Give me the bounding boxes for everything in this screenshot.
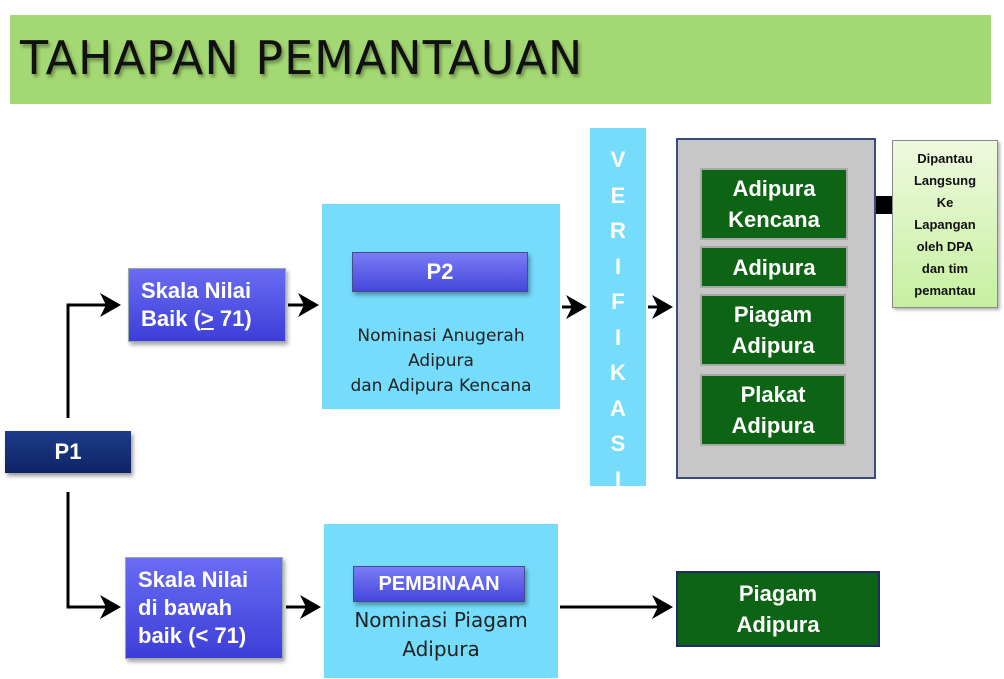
verifikasi-letter: A bbox=[610, 395, 626, 421]
skala-bawah-line3: baik (< 71) bbox=[138, 623, 247, 648]
p2-text-line3: dan Adipura Kencana bbox=[350, 376, 532, 396]
verifikasi-bar: V E R I F I K A S I bbox=[590, 128, 646, 492]
adipura-line1: Adipura bbox=[732, 254, 816, 280]
verifikasi-letter: E bbox=[610, 182, 626, 208]
note-line7: pemantau bbox=[914, 283, 976, 298]
plakat-line1: Plakat bbox=[740, 382, 806, 407]
skala-bawah-line1: Skala Nilai bbox=[138, 567, 249, 592]
p2-button: P2 bbox=[352, 252, 528, 292]
note-line3: Ke bbox=[936, 195, 954, 210]
result-piagam-adipura: Piagam Adipura bbox=[700, 294, 846, 366]
pembinaan-text-line2: Adipura bbox=[402, 637, 480, 661]
p1-box: P1 bbox=[5, 431, 131, 473]
title-bar bbox=[10, 15, 991, 104]
note-line1: Dipantau bbox=[917, 151, 973, 166]
skala-nilai-baik-box: Skala Nilai Baik (> 71) bbox=[128, 268, 286, 342]
verifikasi-letter: R bbox=[610, 218, 626, 243]
piagam-line2: Adipura bbox=[731, 333, 815, 358]
p2-panel bbox=[322, 204, 560, 409]
note-line5: oleh DPA bbox=[916, 239, 974, 254]
result-plakat-adipura: Plakat Adipura bbox=[700, 374, 846, 446]
p1-label: P1 bbox=[54, 439, 82, 464]
skala-bawah-line2: di bawah bbox=[138, 595, 233, 620]
plakat-line2: Adipura bbox=[731, 413, 815, 438]
pembinaan-label: PEMBINAAN bbox=[378, 572, 500, 595]
skala-baik-prefix: Baik ( bbox=[141, 306, 201, 331]
kencana-line1: Adipura bbox=[732, 176, 816, 201]
line-p1-to-skala-baik bbox=[66, 293, 121, 418]
pembinaan-text: Nominasi Piagam Adipura bbox=[324, 606, 558, 664]
kencana-line2: Kencana bbox=[728, 207, 820, 232]
skala-baik-symbol: > bbox=[200, 306, 214, 331]
verifikasi-letter: V bbox=[610, 147, 626, 172]
bottom-result-line2: Adipura bbox=[736, 612, 820, 637]
p2-text-line1: Nominasi Anugerah bbox=[357, 326, 525, 346]
bottom-result-line1: Piagam bbox=[738, 581, 818, 606]
verifikasi-letter: I bbox=[614, 324, 622, 350]
p2-label: P2 bbox=[426, 259, 454, 284]
note-box: Dipantau Langsung Ke Lapangan oleh DPA d… bbox=[892, 140, 998, 308]
skala-baik-line2: Baik (> 71) bbox=[141, 305, 285, 333]
result-adipura: Adipura bbox=[700, 246, 848, 288]
line-p1-to-skala-bawah bbox=[66, 492, 121, 619]
piagam-line1: Piagam bbox=[733, 302, 813, 327]
pembinaan-button: PEMBINAAN bbox=[353, 566, 525, 602]
verifikasi-letter: K bbox=[610, 360, 626, 385]
p2-text: Nominasi Anugerah Adipura dan Adipura Ke… bbox=[322, 324, 560, 399]
page-title: TAHAPAN PEMANTAUAN bbox=[20, 31, 584, 85]
verifikasi-letter: F bbox=[611, 289, 625, 314]
pembinaan-text-line1: Nominasi Piagam bbox=[354, 608, 528, 632]
verifikasi-letter: S bbox=[610, 431, 626, 456]
bottom-result-piagam-adipura: Piagam Adipura bbox=[676, 571, 880, 647]
result-adipura-kencana: Adipura Kencana bbox=[700, 168, 848, 240]
p2-text-line2: Adipura bbox=[408, 351, 474, 371]
note-line6: dan tim bbox=[921, 261, 969, 276]
skala-nilai-bawah-box: Skala Nilai di bawah baik (< 71) bbox=[125, 557, 283, 659]
note-line2: Langsung bbox=[913, 173, 977, 188]
verifikasi-letter: I bbox=[614, 253, 622, 279]
note-line4: Lapangan bbox=[914, 217, 976, 232]
skala-baik-line1: Skala Nilai bbox=[141, 278, 252, 303]
skala-baik-suffix: 71) bbox=[213, 306, 252, 331]
verifikasi-letter: I bbox=[614, 466, 622, 492]
